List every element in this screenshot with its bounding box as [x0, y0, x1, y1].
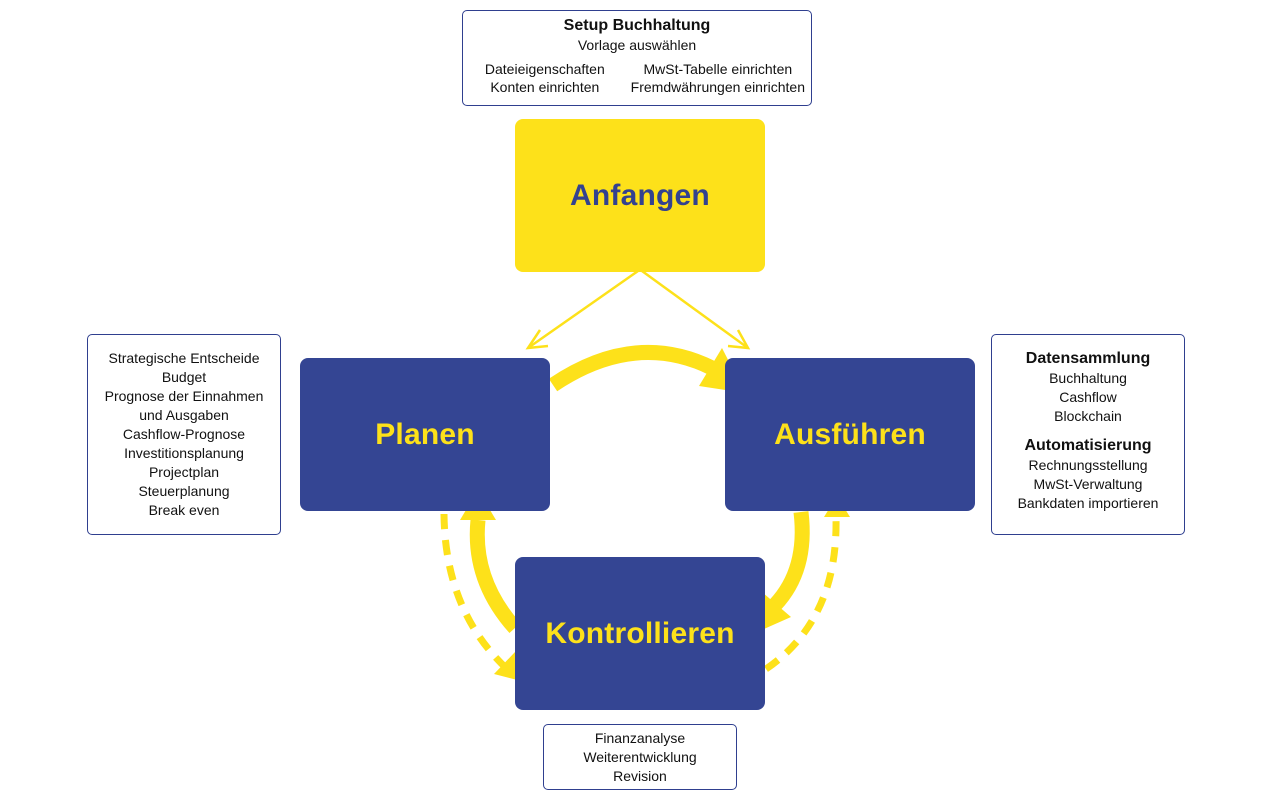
phase-anfangen: Anfangen	[515, 119, 765, 272]
automatisierung-title: Automatisierung	[1024, 437, 1152, 454]
planen-item: Steuerplanung	[138, 483, 230, 499]
kontrollieren-item: Finanzanalyse	[594, 730, 686, 746]
planen-details-box: Strategische Entscheide Budget Prognose …	[87, 334, 281, 535]
planen-item: Break even	[148, 502, 220, 518]
arrow-planen-to-ausfuehren	[548, 345, 745, 393]
dashed-arrow-kontrollieren-to-ausfuehren	[764, 496, 850, 672]
phase-anfangen-label: Anfangen	[570, 178, 710, 212]
phase-ausfuehren: Ausführen	[725, 358, 975, 511]
planen-item: Investitionsplanung	[124, 445, 244, 461]
automatisierung-item: Bankdaten importieren	[1017, 495, 1159, 511]
setup-item: Dateieigenschaften	[484, 61, 605, 77]
connector-to-ausfuehren	[641, 269, 749, 350]
setup-item: Fremdwährungen einrichten	[630, 79, 805, 95]
planen-item: und Ausgaben	[139, 407, 229, 423]
planen-item: Projectplan	[148, 464, 220, 480]
setup-title: Setup Buchhaltung	[563, 17, 711, 34]
phase-planen: Planen	[300, 358, 550, 511]
planen-item: Strategische Entscheide	[108, 350, 260, 366]
setup-box: Setup Buchhaltung Vorlage auswählen Date…	[462, 10, 812, 106]
connector-to-planen-arrowhead	[525, 329, 549, 350]
setup-item: Konten einrichten	[490, 79, 600, 95]
setup-subtitle: Vorlage auswählen	[577, 37, 697, 53]
ausfuehren-details-box: Datensammlung Buchhaltung Cashflow Block…	[991, 334, 1185, 535]
datensammlung-title: Datensammlung	[1025, 350, 1151, 367]
datensammlung-item: Blockchain	[1054, 408, 1122, 424]
datensammlung-item: Buchhaltung	[1049, 370, 1127, 386]
setup-left-column: Dateieigenschaften Konten einrichten	[469, 60, 621, 96]
setup-item: MwSt-Tabelle einrichten	[643, 61, 793, 77]
setup-items: Dateieigenschaften Konten einrichten MwS…	[463, 60, 811, 96]
planen-item: Cashflow-Prognose	[122, 426, 246, 442]
start-connectors	[525, 269, 751, 350]
phase-planen-label: Planen	[375, 417, 475, 451]
automatisierung-item: Rechnungsstellung	[1028, 457, 1148, 473]
phase-ausfuehren-label: Ausführen	[774, 417, 926, 451]
phase-kontrollieren: Kontrollieren	[515, 557, 765, 710]
datensammlung-item: Cashflow	[1059, 389, 1117, 405]
setup-right-column: MwSt-Tabelle einrichten Fremdwährungen e…	[631, 60, 805, 96]
connector-to-ausfuehren-arrowhead	[727, 329, 751, 350]
kontrollieren-item: Revision	[613, 768, 667, 784]
planen-item: Prognose der Einnahmen	[104, 388, 264, 404]
connector-to-planen	[527, 269, 639, 350]
kontrollieren-details-box: Finanzanalyse Weiterentwicklung Revision	[543, 724, 737, 790]
planen-item: Budget	[161, 369, 207, 385]
automatisierung-item: MwSt-Verwaltung	[1033, 476, 1143, 492]
kontrollieren-item: Weiterentwicklung	[583, 749, 697, 765]
dashed-arrow-planen-to-kontrollieren	[440, 513, 525, 682]
phase-kontrollieren-label: Kontrollieren	[545, 616, 735, 650]
